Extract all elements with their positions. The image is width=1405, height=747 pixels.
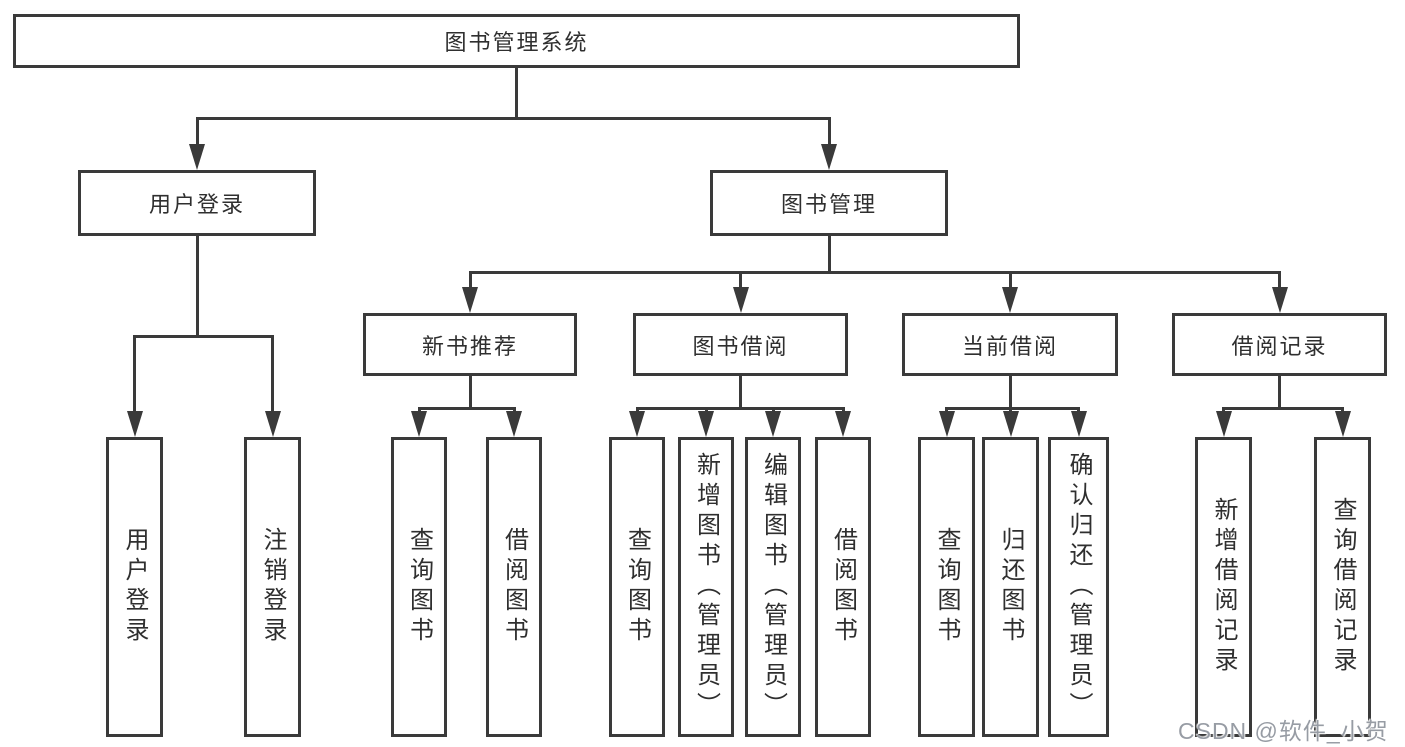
node-label-new-book-rec: 新书推荐 <box>421 333 518 359</box>
connector-stem-book-borrow <box>739 376 742 410</box>
node-label-user-login: 用户登录 <box>148 192 245 217</box>
node-label-bb-edit-book: 编辑图书（管理员） <box>759 452 787 722</box>
node-label-bb-borrow-book: 借阅图书 <box>829 527 857 647</box>
connector-drop-borrow-record <box>1278 272 1281 295</box>
connector-stem-book-mgmt <box>827 236 831 274</box>
node-label-cb-return-book: 归还图书 <box>997 527 1024 647</box>
arrowhead-down-cb-return-book <box>1002 411 1019 437</box>
node-new-book-rec: 新书推荐 <box>363 313 577 376</box>
node-user-login: 用户登录 <box>78 170 316 236</box>
node-logout-item: 注销登录 <box>244 437 301 737</box>
connector-bracket-new-book-rec <box>417 406 516 410</box>
node-bb-add-book: 新增图书（管理员） <box>678 437 734 737</box>
node-label-cb-query-book: 查询图书 <box>933 527 960 647</box>
connector-drop-book-borrow <box>739 272 742 295</box>
node-borrow-record: 借阅记录 <box>1172 313 1387 376</box>
connector-drop-logout-item <box>271 336 274 419</box>
node-cb-query-book: 查询图书 <box>918 437 975 737</box>
node-label-nb-query-book: 查询图书 <box>405 527 433 647</box>
arrowhead-down-user-login-item <box>126 411 143 437</box>
arrowhead-down-bb-add-book <box>698 411 714 437</box>
node-root: 图书管理系统 <box>13 14 1020 68</box>
node-label-book-borrow: 图书借阅 <box>692 333 789 359</box>
node-label-bb-add-book: 新增图书（管理员） <box>692 452 720 722</box>
connector-stem-borrow-record <box>1278 376 1281 410</box>
arrowhead-down-new-book-rec <box>462 287 478 313</box>
arrowhead-down-br-add-record <box>1215 411 1232 437</box>
connector-stem-current-borrow <box>1008 376 1012 410</box>
connector-stem-user-login <box>195 236 199 338</box>
node-label-borrow-record: 借阅记录 <box>1231 333 1328 359</box>
arrowhead-down-current-borrow <box>1002 287 1018 313</box>
node-label-book-mgmt: 图书管理 <box>780 192 877 217</box>
arrowhead-down-bb-query-book <box>629 411 645 437</box>
node-label-current-borrow: 当前借阅 <box>961 333 1058 359</box>
arrowhead-down-user-login <box>189 144 205 170</box>
connector-drop-user-login-item <box>133 336 136 419</box>
node-label-user-login-item: 用户登录 <box>121 527 148 647</box>
arrowhead-down-book-borrow <box>732 287 749 313</box>
arrowhead-down-bb-edit-book <box>765 411 781 437</box>
arrowhead-down-br-query-record <box>1334 411 1351 437</box>
node-bb-query-book: 查询图书 <box>609 437 665 737</box>
arrowhead-down-bb-borrow-book <box>835 411 851 437</box>
connector-drop-current-borrow <box>1008 272 1012 295</box>
node-nb-borrow-book: 借阅图书 <box>486 437 542 737</box>
connector-stem-new-book-rec <box>468 376 472 410</box>
node-nb-query-book: 查询图书 <box>391 437 447 737</box>
arrowhead-down-book-mgmt <box>821 144 837 170</box>
node-label-br-query-record: 查询借阅记录 <box>1329 497 1356 677</box>
connector-drop-new-book-rec <box>468 272 472 295</box>
connector-bracket-user-login <box>133 334 274 338</box>
node-bb-borrow-book: 借阅图书 <box>815 437 871 737</box>
arrowhead-down-nb-query-book <box>411 411 427 437</box>
node-label-root: 图书管理系统 <box>444 30 589 55</box>
connector-bracket-root <box>195 116 831 120</box>
arrowhead-down-nb-borrow-book <box>506 411 522 437</box>
connector-bracket-current-borrow <box>945 406 1080 410</box>
node-br-add-record: 新增借阅记录 <box>1195 437 1252 737</box>
node-user-login-item: 用户登录 <box>106 437 163 737</box>
connector-bracket-borrow-record <box>1222 406 1344 410</box>
connector-bracket-book-mgmt <box>468 270 1281 274</box>
node-label-br-add-record: 新增借阅记录 <box>1210 497 1237 677</box>
node-bb-edit-book: 编辑图书（管理员） <box>745 437 801 737</box>
node-cb-confirm-return: 确认归还（管理员） <box>1048 437 1109 737</box>
arrowhead-down-borrow-record <box>1271 287 1288 313</box>
node-br-query-record: 查询借阅记录 <box>1314 437 1371 737</box>
watermark: CSDN @软件_小贺同学 <box>1178 718 1389 744</box>
node-book-borrow: 图书借阅 <box>633 313 848 376</box>
connector-drop-user-login <box>195 118 199 152</box>
node-label-cb-confirm-return: 确认归还（管理员） <box>1065 452 1092 722</box>
arrowhead-down-cb-confirm-return <box>1070 411 1087 437</box>
node-label-nb-borrow-book: 借阅图书 <box>500 527 528 647</box>
node-book-mgmt: 图书管理 <box>710 170 948 236</box>
connector-stem-root <box>515 68 518 120</box>
node-cb-return-book: 归还图书 <box>982 437 1039 737</box>
arrowhead-down-cb-query-book <box>938 411 955 437</box>
node-label-bb-query-book: 查询图书 <box>623 527 651 647</box>
node-current-borrow: 当前借阅 <box>902 313 1118 376</box>
connector-bracket-book-borrow <box>635 406 845 410</box>
arrowhead-down-logout-item <box>264 411 281 437</box>
node-label-logout-item: 注销登录 <box>259 527 286 647</box>
connector-drop-book-mgmt <box>827 118 831 152</box>
